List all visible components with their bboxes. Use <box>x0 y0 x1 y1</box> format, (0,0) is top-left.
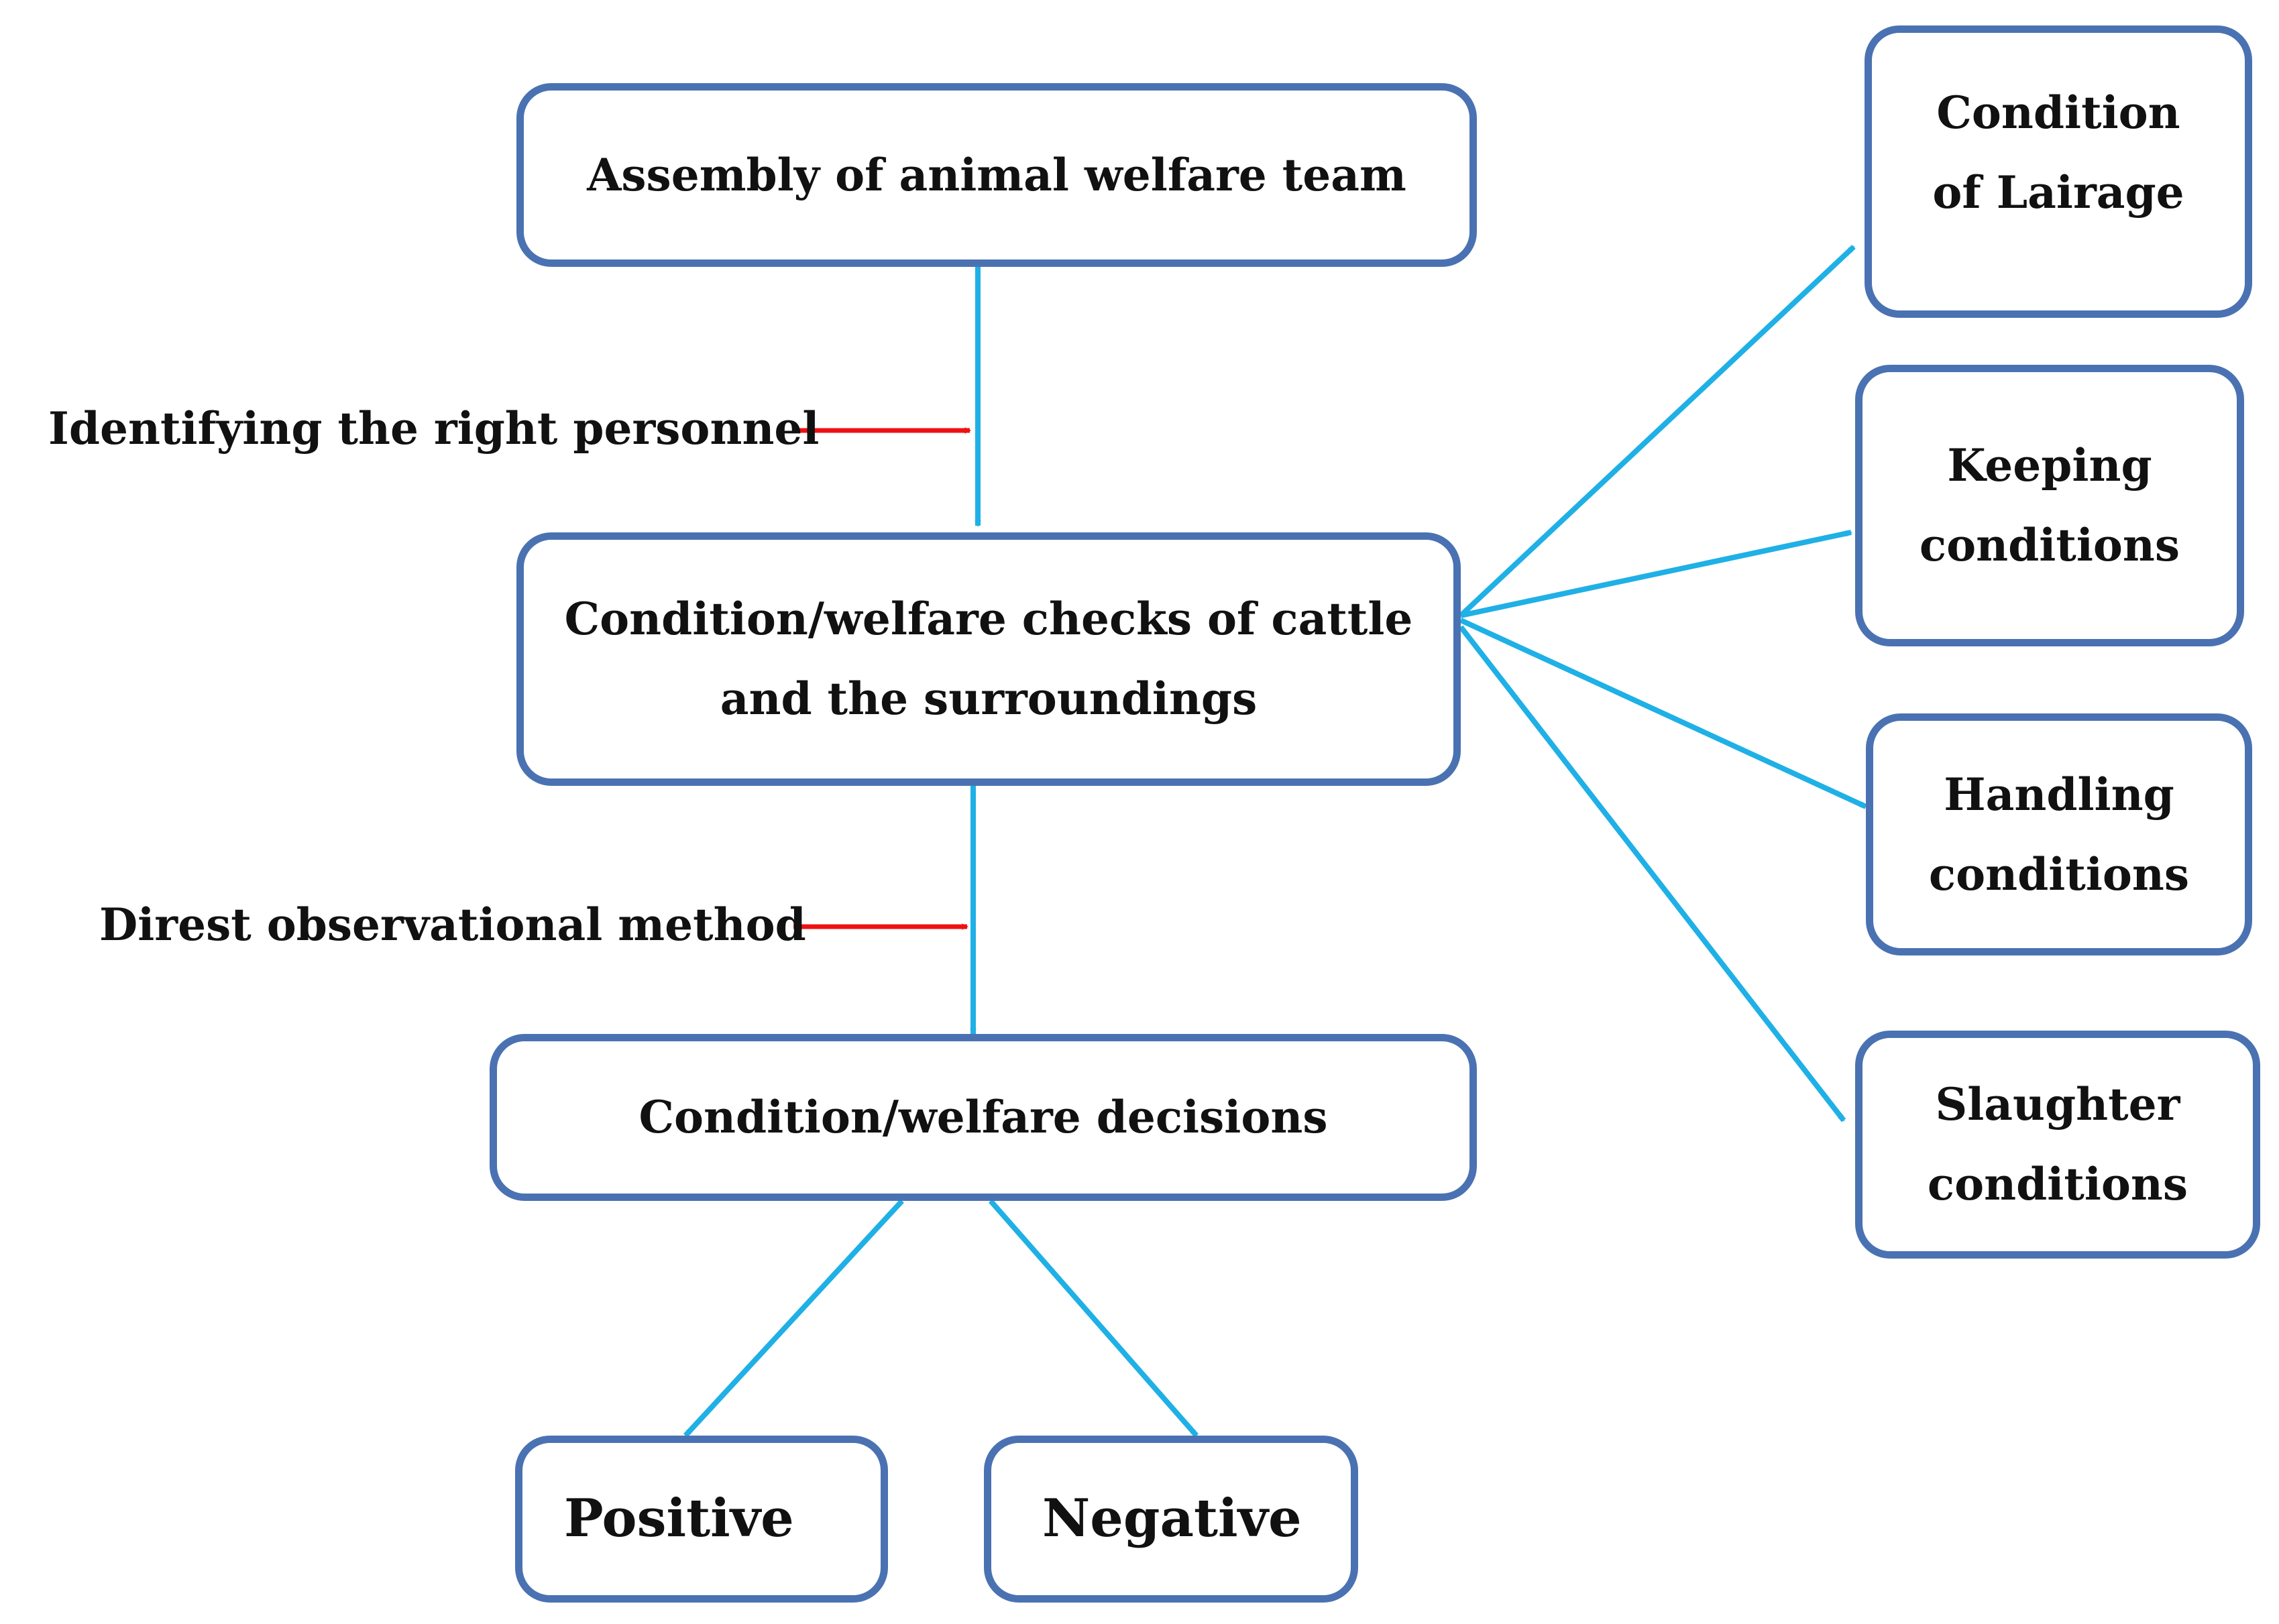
slaughter-label-line1: Slaughter <box>1935 1078 2180 1131</box>
checks-box: Condition/welfare checks of cattle and t… <box>516 532 1461 786</box>
lairage-label-line1: Condition <box>1936 86 2180 139</box>
decisions-label: Condition/welfare decisions <box>638 1091 1328 1144</box>
arrow-decisions-to-negative <box>988 1199 1199 1438</box>
arrow-checks-to-keeping <box>1460 530 1852 618</box>
handling-label-line1: Handling <box>1944 768 2174 821</box>
slaughter-label-line2: conditions <box>1927 1158 2188 1210</box>
method-annotation: Direst observational method <box>99 898 806 951</box>
keeping-label-line2: conditions <box>1919 519 2180 571</box>
positive-box: Positive <box>515 1436 888 1603</box>
assembly-box: Assembly of animal welfare team <box>516 83 1477 267</box>
assembly-label: Assembly of animal welfare team <box>587 148 1406 201</box>
checks-label-line2: and the surroundings <box>720 673 1258 725</box>
positive-label: Positive <box>564 1488 794 1550</box>
keeping-label-line1: Keeping <box>1947 439 2152 492</box>
lairage-box: Condition of Lairage <box>1865 25 2252 318</box>
arrow-checks-to-slaughter <box>1458 625 1846 1122</box>
personnel-annotation: Identifying the right personnel <box>48 402 820 455</box>
slaughter-box: Slaughter conditions <box>1855 1031 2260 1259</box>
handling-label-line2: conditions <box>1928 848 2190 901</box>
negative-box: Negative <box>984 1436 1358 1603</box>
checks-label-line1: Condition/welfare checks of cattle <box>564 593 1413 646</box>
decisions-box: Condition/welfare decisions <box>490 1034 1477 1201</box>
keeping-box: Keeping conditions <box>1855 365 2244 646</box>
arrow-decisions-to-positive <box>683 1199 904 1438</box>
negative-label: Negative <box>1042 1488 1302 1550</box>
lairage-label-line2: of Lairage <box>1932 166 2184 219</box>
handling-box: Handling conditions <box>1866 713 2252 955</box>
arrow-checks-to-lairage <box>1459 245 1856 618</box>
arrow-checks-to-handling <box>1459 618 1867 809</box>
